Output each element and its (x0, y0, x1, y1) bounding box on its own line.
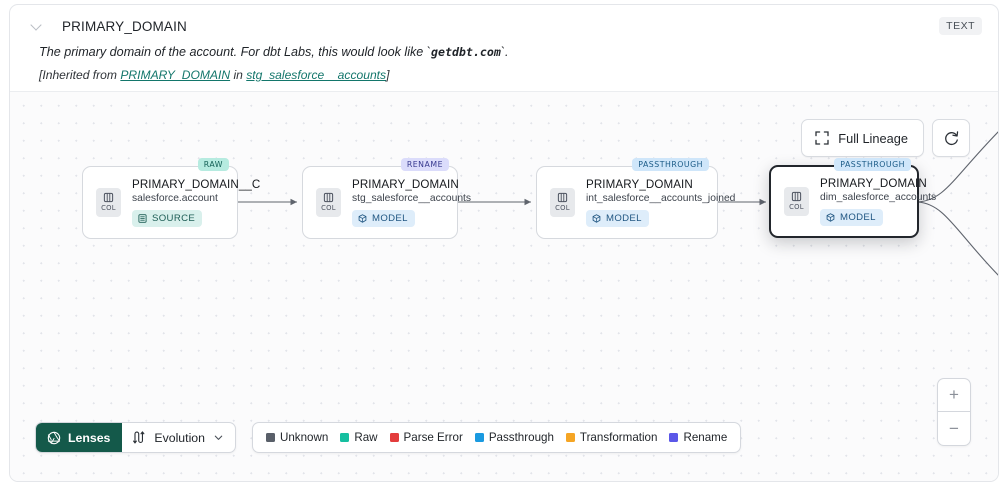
zoom-controls: + − (937, 378, 971, 446)
legend-swatch (474, 433, 484, 442)
legend-label: Transformation (579, 431, 658, 444)
legend-item: Passthrough (474, 431, 554, 444)
evolution-label: Evolution (154, 430, 205, 445)
column-icon-label: COL (321, 204, 336, 212)
refresh-button[interactable] (932, 119, 970, 157)
aperture-icon (47, 431, 61, 444)
node-type-pill: MODEL (820, 208, 883, 226)
legend-label: Passthrough (488, 431, 554, 444)
refresh-icon (944, 130, 958, 145)
inherited-prefix: [Inherited from (39, 68, 121, 82)
database-icon (138, 213, 147, 223)
node-title: PRIMARY_DOMAIN (820, 176, 927, 190)
chevron-down-icon (214, 435, 223, 440)
column-icon-label: COL (789, 203, 804, 211)
legend-label: Unknown (279, 431, 329, 444)
page-title: PRIMARY_DOMAIN (62, 18, 187, 34)
evolution-icon (133, 431, 145, 444)
lineage-node[interactable]: RAW COL PRIMARY_DOMAIN__C salesforce.acc… (82, 157, 260, 239)
column-icon: COL (316, 187, 341, 217)
node-type-pill-label: MODEL (840, 211, 876, 223)
node-badge: RAW (197, 157, 229, 171)
inherited-from-note: [Inherited from PRIMARY_DOMAIN in stg_sa… (10, 61, 998, 82)
node-type-pill: SOURCE (132, 209, 203, 227)
evolution-dropdown[interactable]: Evolution (122, 423, 235, 452)
node-subtitle: salesforce.account (132, 192, 218, 204)
description-text-post: `. (500, 45, 509, 59)
node-badge: RENAME (400, 157, 449, 171)
legend-item: Transformation (565, 431, 658, 444)
lenses-button[interactable]: Lenses (36, 423, 123, 452)
node-subtitle: stg_salesforce__accounts (352, 192, 472, 204)
legend-item: Raw (340, 431, 378, 444)
node-title: PRIMARY_DOMAIN__C (132, 177, 261, 191)
cube-icon (592, 213, 601, 223)
description-text-pre: The primary domain of the account. For d… (39, 45, 431, 59)
node-type-pill-label: MODEL (372, 212, 408, 224)
chevron-down-icon[interactable] (30, 19, 44, 33)
expand-corners-icon (815, 131, 829, 145)
inherited-middle: in (230, 68, 247, 82)
legend-swatch (265, 433, 275, 442)
node-subtitle: int_salesforce__accounts_joined (586, 192, 736, 204)
legend-label: Rename (683, 431, 728, 444)
lineage-node-selected[interactable]: PASSTHROUGH COL PRIMARY_DOMAIN dim_sales… (769, 157, 936, 238)
lineage-canvas[interactable]: Full Lineage RAW COL PRIMARY_ (10, 91, 998, 481)
column-icon-label: COL (555, 204, 570, 212)
node-type-pill-label: SOURCE (152, 212, 196, 224)
inherited-suffix: ] (386, 68, 390, 82)
legend-label: Parse Error (403, 431, 463, 444)
column-icon: COL (550, 187, 575, 217)
cube-icon (826, 212, 835, 222)
legend-swatch (669, 433, 679, 442)
legend-label: Raw (354, 431, 378, 444)
lenses-label: Lenses (68, 430, 111, 445)
inherited-column-link[interactable]: PRIMARY_DOMAIN (120, 68, 231, 82)
column-icon: COL (784, 186, 809, 216)
full-lineage-button[interactable]: Full Lineage (801, 119, 924, 157)
zoom-in-button[interactable]: + (938, 379, 970, 412)
description-code: getdbt.com (431, 45, 501, 59)
node-type-pill: MODEL (352, 209, 415, 227)
node-type-pill-label: MODEL (606, 212, 642, 224)
node-badge: PASSTHROUGH (632, 157, 709, 171)
lineage-legend: Unknown Raw Parse Error Passthrough Tran… (251, 422, 742, 453)
node-subtitle: dim_salesforce_accounts (820, 191, 937, 203)
lineage-node[interactable]: RENAME COL PRIMARY_DOMAIN stg_salesforce… (302, 157, 471, 239)
node-title: PRIMARY_DOMAIN (352, 177, 459, 191)
column-lineage-panel: PRIMARY_DOMAIN TEXT The primary domain o… (9, 4, 999, 482)
panel-header: PRIMARY_DOMAIN TEXT The primary domain o… (10, 5, 998, 91)
legend-item: Rename (669, 431, 727, 444)
zoom-out-button[interactable]: − (949, 418, 959, 438)
column-icon: COL (96, 187, 121, 217)
legend-swatch (340, 433, 350, 442)
canvas-top-controls: Full Lineage (801, 119, 970, 157)
node-badge: PASSTHROUGH (834, 157, 911, 171)
legend-swatch (389, 433, 399, 442)
lenses-segmented-control: Lenses Evolution (35, 422, 236, 453)
column-description: The primary domain of the account. For d… (10, 35, 998, 61)
lineage-node[interactable]: PASSTHROUGH COL PRIMARY_DOMAIN int_sales… (536, 157, 735, 239)
column-icon-label: COL (101, 204, 116, 212)
node-title: PRIMARY_DOMAIN (586, 177, 693, 191)
full-lineage-label: Full Lineage (838, 130, 908, 146)
legend-item: Parse Error (389, 431, 463, 444)
inherited-model-link[interactable]: stg_salesforce__accounts (246, 68, 387, 82)
canvas-bottom-toolbar: Lenses Evolution Unkno (35, 422, 742, 453)
node-type-pill: MODEL (586, 209, 649, 227)
data-type-badge: TEXT (939, 17, 982, 35)
legend-swatch (565, 433, 575, 442)
cube-icon (358, 213, 367, 223)
legend-item: Unknown (265, 431, 329, 444)
